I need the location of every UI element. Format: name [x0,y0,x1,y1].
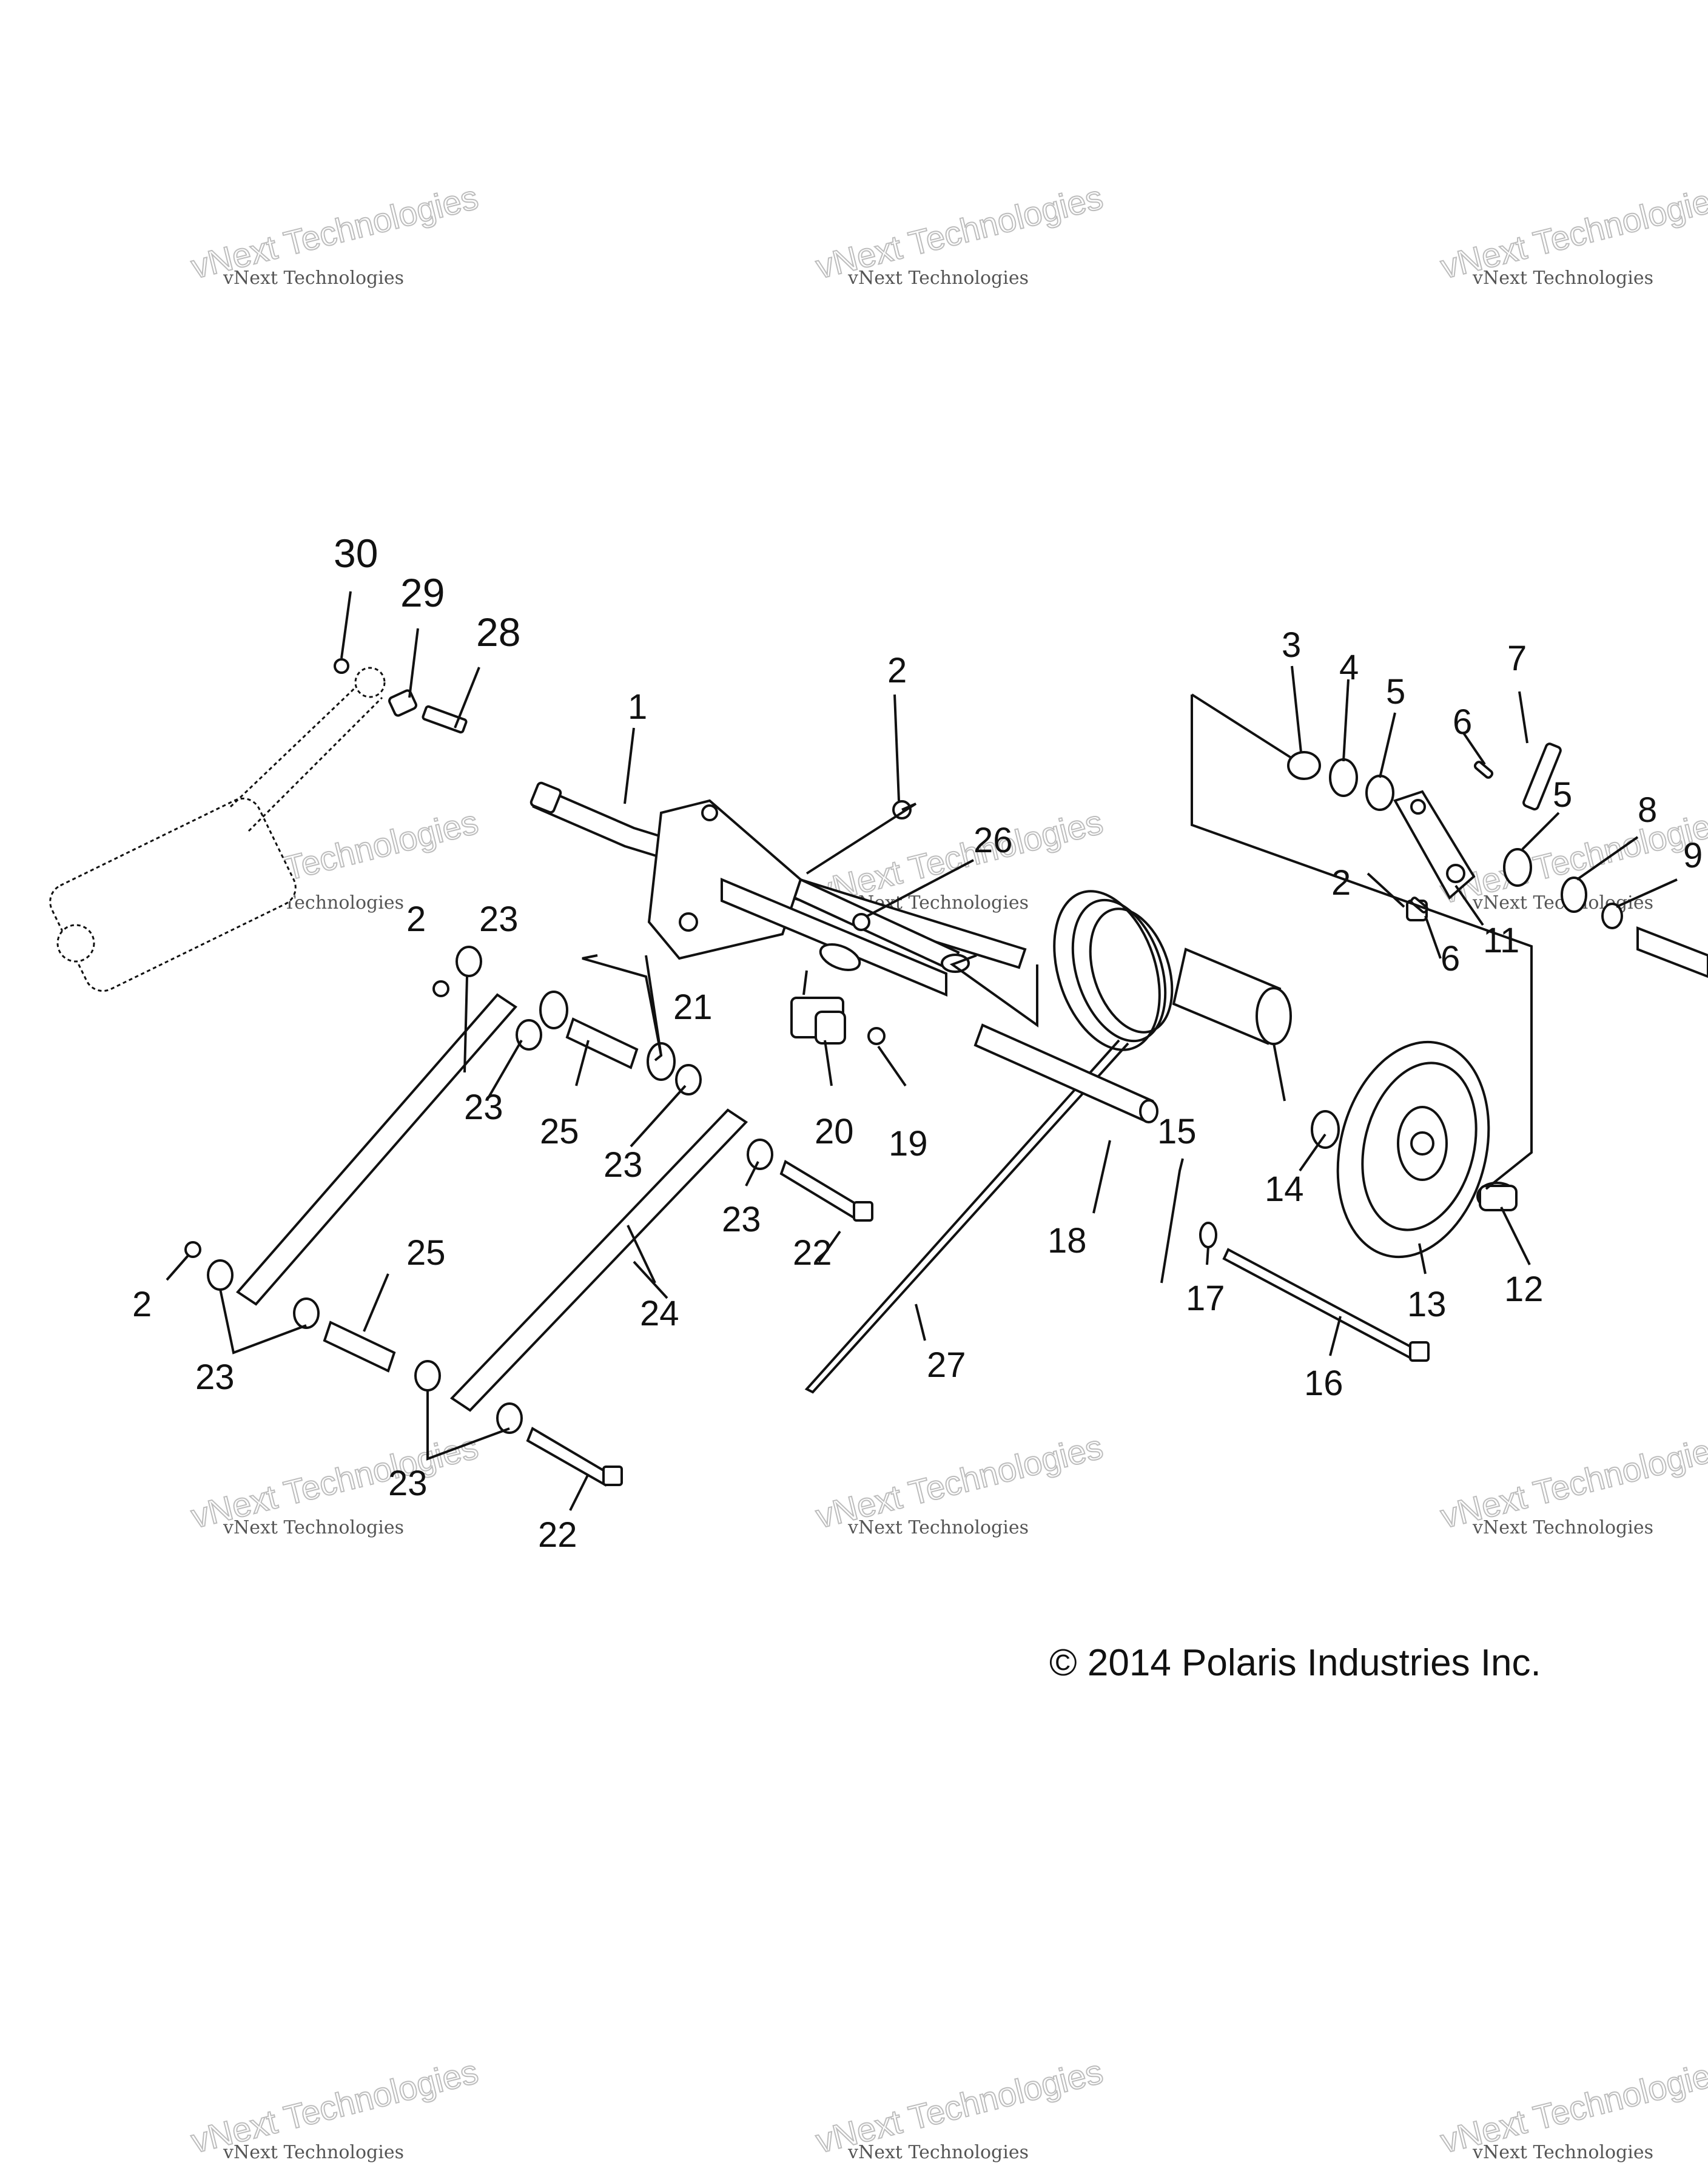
watermark-text: vNext Technologies [847,1517,1029,1538]
callout-23: 23 [479,900,519,939]
callout-20: 20 [815,1112,854,1151]
callout-23d: 23 [722,1200,761,1239]
lower-hardware [184,800,912,1487]
callout-16: 16 [1304,1364,1343,1403]
idler-wheel-icon [1311,1040,1518,1259]
callout-12: 12 [1504,1270,1544,1309]
callout-2: 2 [887,651,907,690]
shock-hardware [334,658,468,734]
callout-15: 15 [1157,1112,1197,1151]
callout-22: 22 [793,1233,832,1273]
callout-29: 29 [400,570,445,615]
watermark-text: vNext Technologies [1472,2142,1653,2163]
watermark-top-left: vNext Technologies vNext Technologies [187,177,482,289]
callout-13: 13 [1407,1285,1447,1324]
callout-17: 17 [1186,1279,1225,1318]
callout-27: 27 [927,1345,966,1385]
callout-24: 24 [640,1294,679,1333]
watermark-text: vNext Technologies [1472,1517,1653,1538]
watermark-bottom-center: vNext Technologies vNext Technologies [812,2051,1107,2163]
callout-labels: 30 29 28 1 2 26 3 4 5 7 6 5 8 9 2 11 6 2… [132,531,1703,1555]
watermark-low-left: vNext Technologies vNext Technologies [187,1427,482,1538]
watermark-top-center: vNext Technologies vNext Technologies [812,177,1107,289]
watermark-text: vNext Technologies [223,268,404,289]
callout-8: 8 [1638,790,1657,830]
callout-14: 14 [1265,1169,1304,1209]
callout-19: 19 [889,1124,928,1163]
watermark-bottom-right: vNext Technologies vNext Technologies [1436,2051,1708,2163]
callout-2b: 2 [1331,863,1351,903]
watermark-text: vNext Technologies [223,2142,404,2163]
watermark-low-right: vNext Technologies vNext Technologies [1436,1427,1708,1538]
callout-11: 11 [1483,921,1519,960]
callout-26: 26 [973,821,1013,860]
callout-9: 9 [1683,836,1703,875]
watermark-top-right: vNext Technologies vNext Technologies [1436,177,1708,289]
upper-hardware [1287,742,1708,978]
watermark-bottom-left: vNext Technologies vNext Technologies [187,2051,482,2163]
watermark-text: vNext Technologies [1472,268,1653,289]
callout-7: 7 [1507,639,1527,678]
callout-25b: 25 [406,1233,446,1273]
watermark-text: vNext Technologies [847,268,1029,289]
shock-absorber-icon [49,667,386,992]
callout-5b: 5 [1553,775,1572,815]
callout-1: 1 [628,687,647,727]
callout-21: 21 [673,988,713,1027]
callout-2c: 2 [406,900,426,939]
torsion-spring-icon [804,890,1174,1394]
callout-22b: 22 [538,1515,577,1555]
bolt-16-icon [1199,1222,1430,1362]
watermark-text: vNext Technologies [223,1517,404,1538]
callout-18: 18 [1047,1221,1087,1260]
callout-6b: 6 [1441,939,1460,978]
watermark-text: vNext Technologies [847,2142,1029,2163]
axle-arm-icon [530,781,1027,997]
callout-2d: 2 [132,1285,152,1324]
bracket-icon [790,997,886,1045]
watermark-low-center: vNext Technologies vNext Technologies [812,1427,1107,1538]
copyright-text: © 2014 Polaris Industries Inc. [1049,1642,1541,1684]
callout-23b: 23 [464,1088,503,1127]
callout-23e: 23 [195,1358,235,1397]
callout-3: 3 [1282,625,1301,665]
callout-4: 4 [1339,648,1359,687]
callout-28: 28 [476,610,520,655]
callout-23f: 23 [388,1464,428,1503]
callout-25: 25 [540,1112,579,1151]
callout-23c: 23 [604,1145,643,1185]
leader-lines [166,591,1678,1511]
link-arm-icon [235,993,748,1412]
callout-5: 5 [1386,672,1405,712]
callout-6: 6 [1453,702,1472,742]
callout-30: 30 [334,531,378,576]
pivot-tube-icon [973,947,1292,1123]
